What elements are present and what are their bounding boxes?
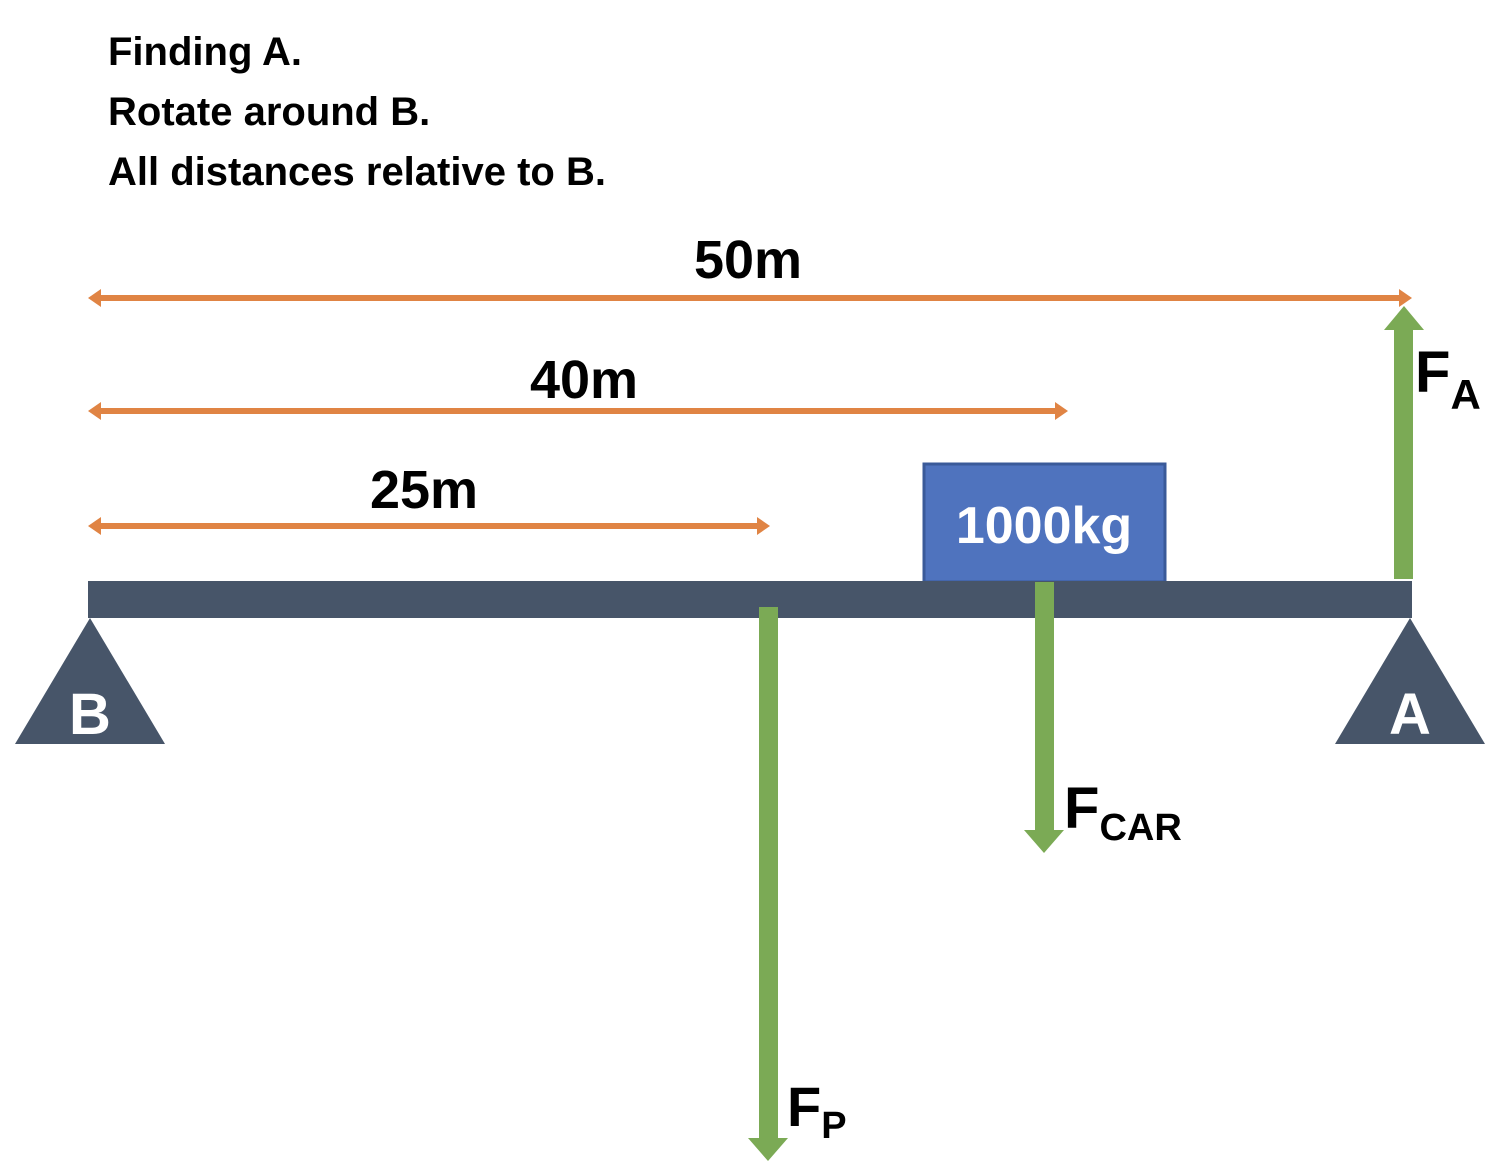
force-subscript: CAR — [1099, 807, 1181, 849]
force-fa: FA — [1384, 306, 1481, 579]
force-shaft — [1035, 582, 1054, 832]
beam — [88, 581, 1412, 618]
support-triangle — [15, 618, 165, 744]
arrowhead-left — [88, 402, 101, 420]
support-label: B — [69, 682, 111, 747]
support-b: B — [15, 618, 165, 747]
force-symbol: F — [787, 1075, 821, 1138]
force-subscript: A — [1450, 371, 1480, 418]
force-fp: FP — [748, 607, 847, 1161]
dimension-label: 50m — [694, 230, 802, 290]
support-triangle — [1335, 618, 1485, 744]
mass-label: 1000kg — [956, 497, 1132, 555]
arrowhead-right — [757, 517, 770, 535]
arrowhead-up — [1384, 306, 1424, 330]
force-label: FP — [787, 1075, 847, 1147]
arrowhead-left — [88, 517, 101, 535]
dimension-50m: 50m — [88, 230, 1412, 307]
support-label: A — [1389, 682, 1431, 747]
dimension-label: 40m — [530, 350, 638, 410]
force-subscript: P — [821, 1105, 846, 1147]
arrowhead-right — [1055, 402, 1068, 420]
force-symbol: F — [1415, 340, 1450, 405]
notes: Finding A. Rotate around B. All distance… — [108, 22, 606, 202]
arrowhead-right — [1399, 289, 1412, 307]
arrowhead-left — [88, 289, 101, 307]
dimension-25m: 25m — [88, 460, 770, 535]
arrowhead-down — [1024, 830, 1064, 853]
arrowhead-down — [748, 1138, 788, 1161]
support-a: A — [1335, 618, 1485, 747]
force-fcar: FCAR — [1024, 582, 1182, 853]
force-label: FA — [1415, 340, 1481, 418]
dimension-label: 25m — [370, 460, 478, 520]
mass-box — [922, 462, 1167, 584]
force-shaft — [759, 607, 778, 1140]
force-symbol: F — [1064, 776, 1099, 841]
note-distances: All distances relative to B. — [108, 150, 606, 194]
dimension-40m: 40m — [88, 350, 1068, 420]
force-label: FCAR — [1064, 776, 1182, 849]
force-shaft — [1394, 326, 1413, 579]
note-rotate: Rotate around B. — [108, 90, 431, 134]
mass-block: 1000kg — [922, 462, 1167, 584]
note-finding: Finding A. — [108, 30, 303, 74]
